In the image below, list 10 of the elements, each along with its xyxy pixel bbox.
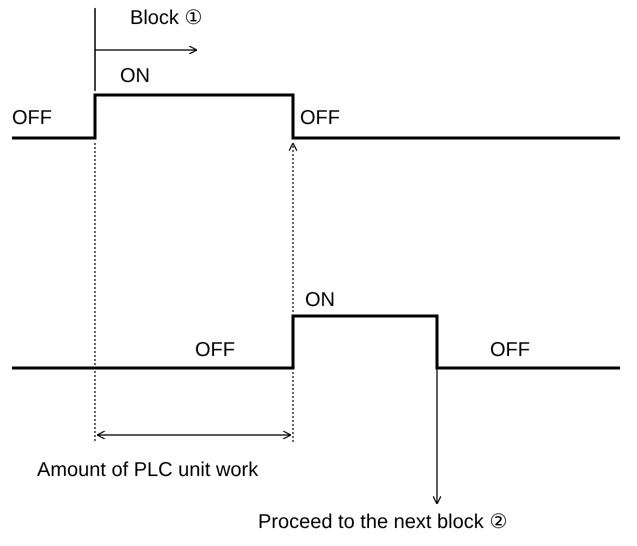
signal-label: ON bbox=[120, 64, 150, 88]
note-text: Amount of PLC unit work bbox=[37, 454, 258, 486]
note-text: Proceed to the next block ② bbox=[258, 506, 508, 538]
signal-label: Block ① bbox=[130, 6, 202, 30]
arrow bbox=[432, 368, 442, 505]
signal-label: OFF bbox=[490, 338, 530, 362]
signal-label: ON bbox=[305, 288, 335, 312]
signal-label: OFF bbox=[195, 338, 235, 362]
signal-label: OFF bbox=[300, 106, 340, 130]
signal-label: OFF bbox=[12, 106, 52, 130]
